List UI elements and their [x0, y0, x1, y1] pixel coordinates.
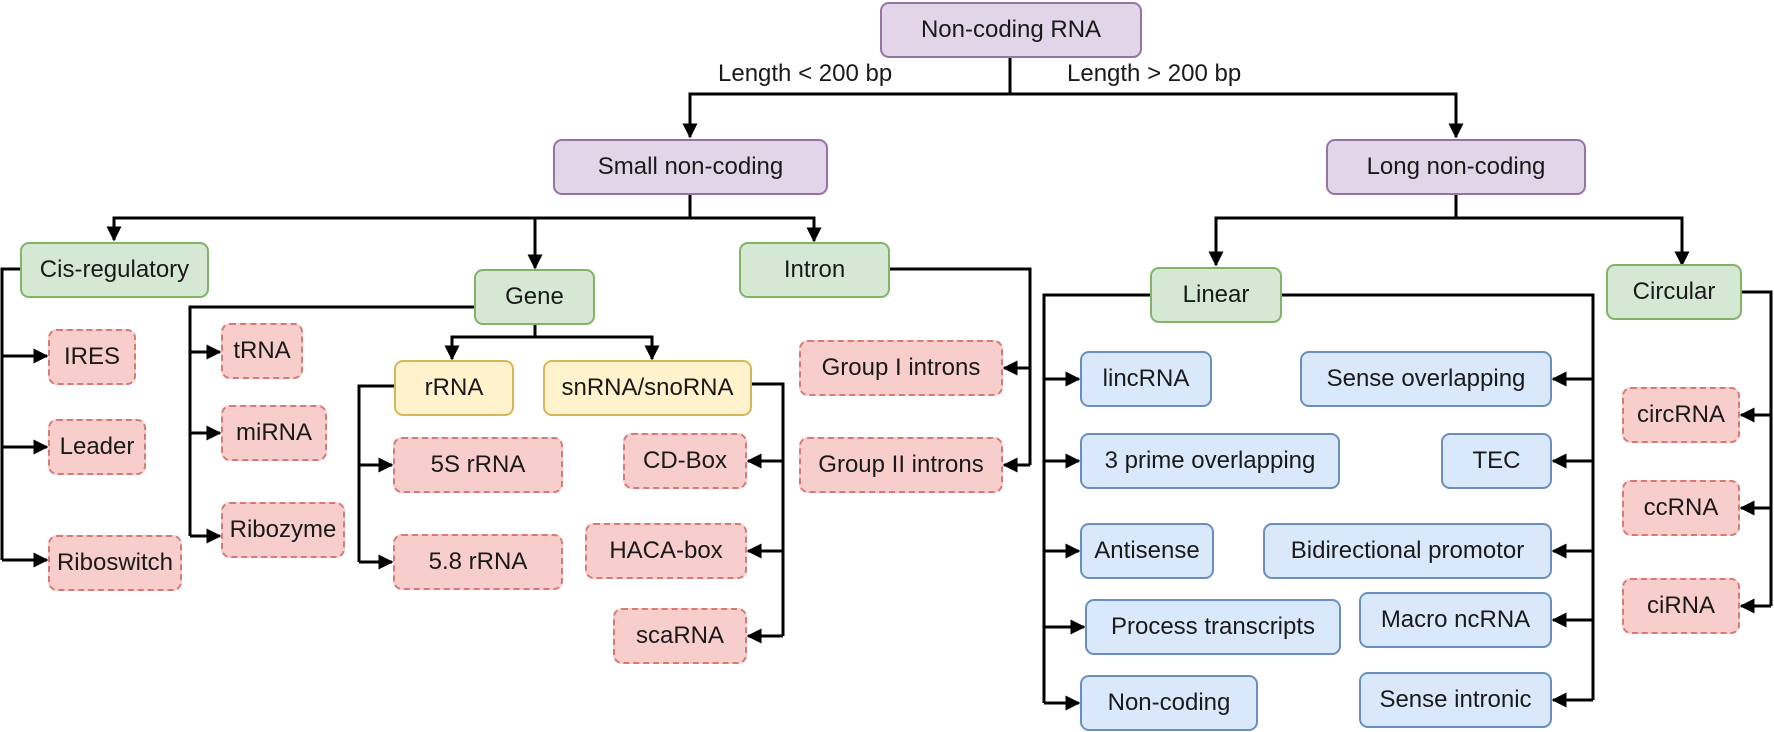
- node-sense-intronic: Sense intronic: [1359, 672, 1552, 728]
- connector-linear-left-rail: [1042, 293, 1150, 703]
- connector-gene-rail: [188, 305, 474, 536]
- connector-to-rrna: [444, 335, 535, 361]
- connector-linear-right-rail: [1282, 293, 1595, 700]
- connector-to-long: [1010, 92, 1464, 139]
- node-non-coding-rna: Non-coding RNA: [880, 2, 1142, 58]
- node-gene: Gene: [474, 269, 595, 325]
- node-non-coding: Non-coding: [1080, 675, 1258, 731]
- node-rrna: rRNA: [394, 360, 514, 416]
- node-small-non-coding: Small non-coding: [553, 139, 828, 195]
- node-snrna-snorna: snRNA/snoRNA: [543, 360, 752, 416]
- connector-to-cis: [106, 216, 690, 242]
- node-scarna: scaRNA: [613, 608, 747, 664]
- connector-rrna-rail: [357, 384, 394, 562]
- edge-label-long: Length > 200 bp: [1067, 60, 1242, 87]
- connector-to-intron: [690, 216, 822, 243]
- node-antisense: Antisense: [1080, 523, 1214, 579]
- node-intron: Intron: [739, 242, 890, 298]
- node-riboswitch: Riboswitch: [48, 535, 182, 591]
- node-mirna: miRNA: [221, 405, 327, 461]
- node-process-transcripts: Process transcripts: [1085, 599, 1341, 655]
- node-circular: Circular: [1606, 264, 1742, 320]
- connector-to-snrna: [535, 335, 660, 361]
- node-sense-overlapping: Sense overlapping: [1300, 351, 1552, 407]
- node-haca-box: HACA-box: [585, 523, 747, 579]
- connector-to-linear: [1208, 216, 1456, 267]
- node-group-ii-introns: Group II introns: [799, 437, 1003, 493]
- node-leader: Leader: [48, 419, 146, 475]
- node-circrna: circRNA: [1622, 387, 1740, 443]
- node-tec: TEC: [1441, 433, 1552, 489]
- node-long-non-coding: Long non-coding: [1326, 139, 1586, 195]
- node-58-rrna: 5.8 rRNA: [393, 534, 563, 590]
- connector-intron-rail: [890, 267, 1032, 465]
- node-ires: IRES: [48, 329, 136, 385]
- node-lincrna: lincRNA: [1080, 351, 1212, 407]
- node-trna: tRNA: [221, 323, 303, 379]
- node-group-i-introns: Group I introns: [799, 340, 1003, 396]
- connector-snrna-rail: [752, 382, 785, 636]
- node-ribozyme: Ribozyme: [221, 502, 345, 558]
- connector-to-gene: [527, 216, 690, 270]
- connector-to-small: [682, 92, 1010, 139]
- connector-to-circular: [1456, 216, 1690, 267]
- node-5s-rrna: 5S rRNA: [393, 437, 563, 493]
- node-cirna: ciRNA: [1622, 578, 1740, 634]
- node-3-prime-overlapping: 3 prime overlapping: [1080, 433, 1340, 489]
- node-linear: Linear: [1150, 267, 1282, 323]
- node-cis-regulatory: Cis-regulatory: [20, 242, 209, 298]
- node-bidirectional-promotor: Bidirectional promotor: [1263, 523, 1552, 579]
- edge-label-short: Length < 200 bp: [718, 60, 893, 87]
- node-cd-box: CD-Box: [623, 433, 747, 489]
- node-ccrna: ccRNA: [1622, 480, 1740, 536]
- connector-cis-rail: [0, 267, 20, 560]
- connector-circular-rail: [1742, 290, 1773, 606]
- node-macro-ncrna: Macro ncRNA: [1359, 592, 1552, 648]
